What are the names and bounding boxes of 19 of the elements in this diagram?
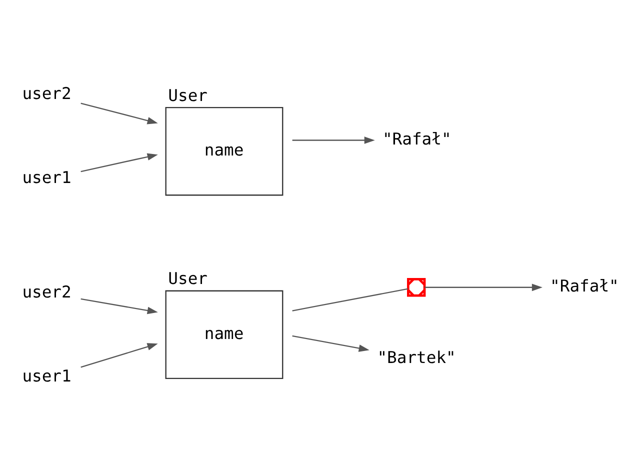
node-text: "Bartek" — [377, 348, 456, 367]
node-text: user1 — [22, 168, 72, 188]
node-box: name — [165, 106, 284, 196]
node-text: user2 — [22, 84, 72, 104]
node-text: "Rafał" — [382, 130, 452, 149]
arrow — [292, 136, 375, 144]
arrow — [80, 102, 158, 124]
node-text: "Rafał" — [550, 276, 619, 296]
node-text: user2 — [22, 282, 72, 302]
connector — [292, 288, 408, 312]
node-box: name — [165, 290, 284, 380]
node-label: User — [168, 86, 208, 105]
arrow — [80, 153, 158, 172]
arrow — [424, 284, 542, 292]
arrow — [80, 298, 158, 314]
node-text: user1 — [22, 366, 72, 386]
node-label: User — [168, 269, 208, 288]
arrow — [292, 335, 370, 352]
arrow — [80, 343, 158, 368]
